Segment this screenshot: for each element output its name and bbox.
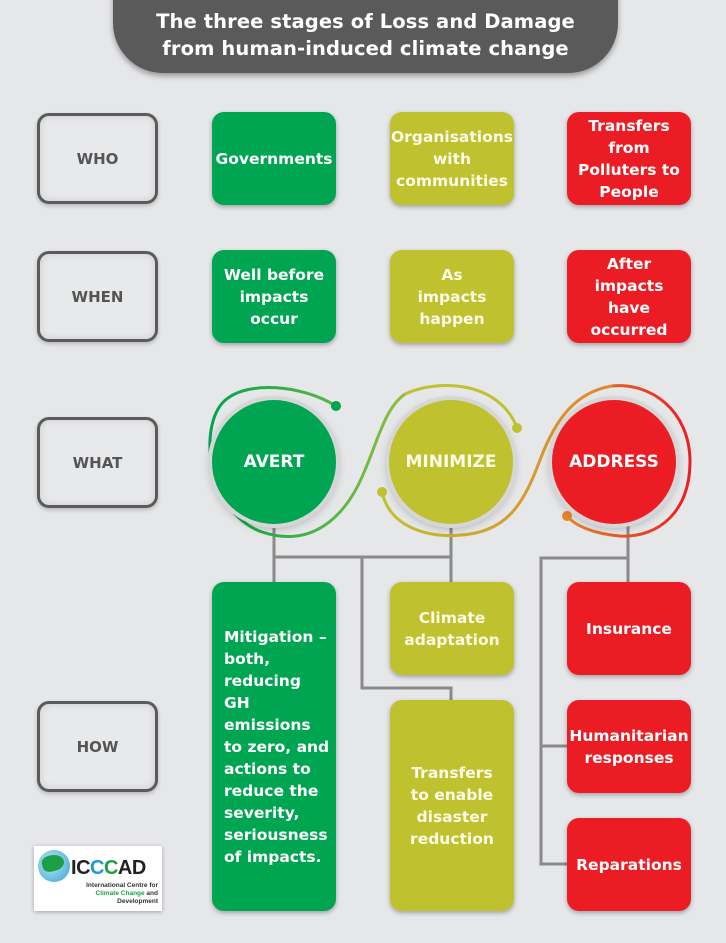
logo-subtitle-rest: and [144,890,158,897]
row-label-what-text: WHAT [72,453,123,472]
logo-letter: A [117,857,132,879]
connector-address-branch [539,556,628,866]
who-address-box: Transfers from Polluters to People [567,112,691,205]
who-address-text: Transfers from Polluters to People [578,116,680,201]
logo-subtitle-green: Climate Change [95,890,145,897]
who-avert-box: Governments [212,112,336,205]
how-minimize-transfers-box: Transfers to enable disaster reduction [390,700,514,911]
wave-dot-minimize-bottom [377,487,387,497]
wave-address [565,384,692,538]
row-label-how-text: HOW [76,737,119,756]
icccad-logo: ICCCAD International Centre for Climate … [34,846,162,911]
logo-letter: C [90,857,104,879]
wave-minimize-top [404,384,519,429]
logo-letter: C [103,857,118,879]
logo-subtitle: International Centre for Climate Change … [86,882,158,906]
how-address-reparations-box: Reparations [567,818,691,911]
who-avert-text: Governments [215,149,333,168]
when-minimize-text: As impacts happen [417,265,487,328]
title-line-1: The three stages of Loss and Damage [156,10,575,33]
logo-name: ICCCAD [71,857,146,879]
connector-transfers [360,557,453,700]
how-address-humanitarian-box: Humanitarian responses [567,700,691,793]
who-minimize-box: Organisations with communities [390,112,514,205]
how-minimize-adaptation-text: Climate adaptation [404,608,500,649]
how-minimize-adaptation-box: Climate adaptation [390,582,514,675]
when-address-box: After impacts have occurred [567,250,691,343]
row-label-who: WHO [37,113,158,204]
how-address-insurance-text: Insurance [586,619,672,638]
logo-letter: I [71,857,77,879]
how-address-reparations-text: Reparations [576,855,682,874]
logo-subtitle-line-1: International Centre for [86,882,158,889]
address-label: ADDRESS [569,452,659,472]
when-avert-text: Well before impacts occur [223,265,325,328]
minimize-label: MINIMIZE [405,452,497,472]
title-line-2: from human-induced climate change [162,37,569,60]
wave-avert [208,386,406,538]
row-label-who-text: WHO [76,149,119,168]
when-address-text: After impacts have occurred [590,254,668,339]
wave-dot-minimize-top [512,423,522,433]
row-label-what: WHAT [37,417,158,508]
logo-subtitle-line-2: Climate Change and [86,890,159,898]
globe-icon [38,850,70,882]
how-avert-mitigation-box: Mitigation – both, reducing GH emissions… [212,582,336,911]
address-circle: ADDRESS [552,400,676,524]
when-minimize-box: As impacts happen [390,250,514,343]
row-label-how: HOW [37,701,158,792]
logo-letter: C [76,857,91,879]
title-banner: The three stages of Loss and Damage from… [113,0,618,73]
how-address-insurance-box: Insurance [567,582,691,675]
how-avert-mitigation-text: Mitigation – both, reducing GH emissions… [224,627,330,866]
avert-circle: AVERT [212,400,336,524]
logo-subtitle-line-3: Development [117,898,158,905]
logo-letter: D [131,857,146,879]
who-minimize-text: Organisations with communities [390,127,514,190]
avert-label: AVERT [243,452,305,472]
how-minimize-transfers-text: Transfers to enable disaster reduction [410,763,494,848]
how-address-humanitarian-text: Humanitarian responses [569,726,689,767]
row-label-when-text: WHEN [71,287,124,306]
wave-minimize-bottom [380,384,613,537]
minimize-circle: MINIMIZE [389,400,513,524]
row-label-when: WHEN [37,251,158,342]
wave-dot-avert [331,401,341,411]
wave-dot-address [562,511,572,521]
when-avert-box: Well before impacts occur [212,250,336,343]
logo-wordmark: ICCCAD [71,857,146,880]
